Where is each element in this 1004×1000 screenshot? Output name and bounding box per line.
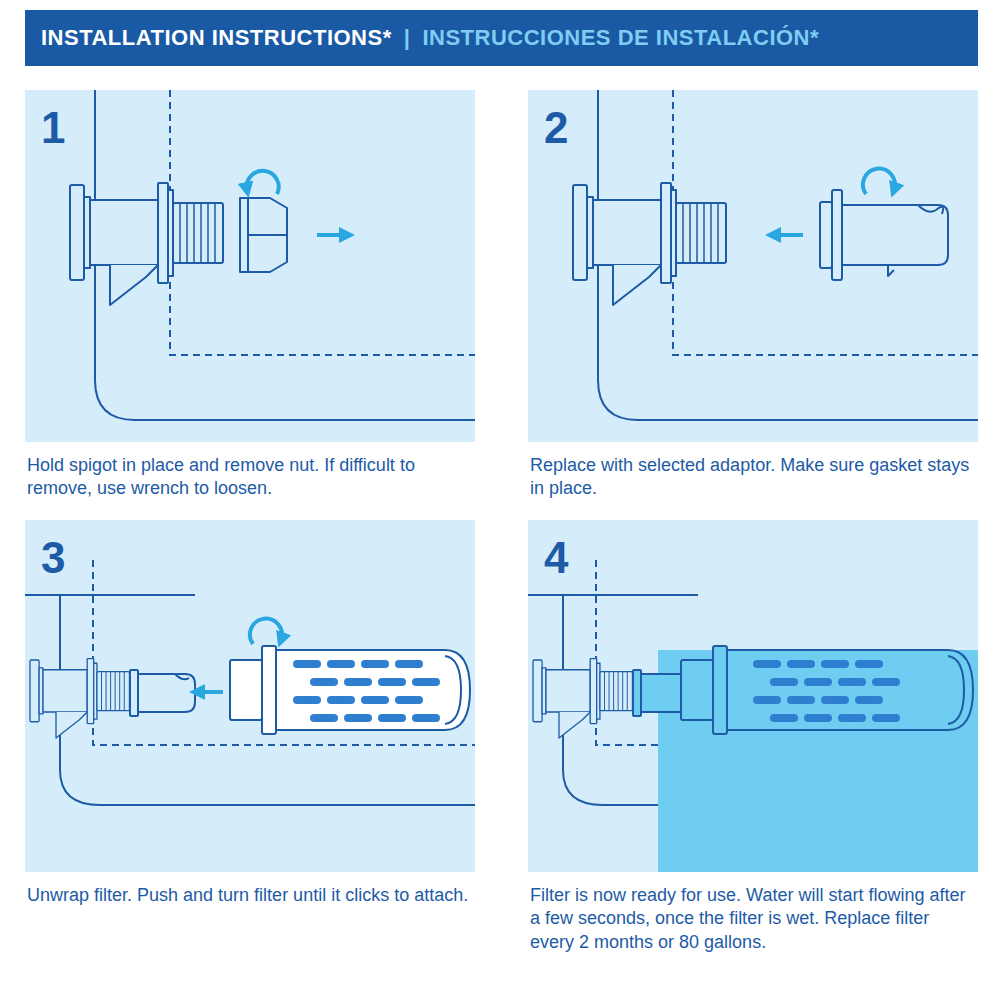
step-caption: Unwrap filter. Push and turn filter unti…	[25, 884, 475, 907]
panel-illustration	[528, 90, 978, 442]
panel-illustration	[528, 520, 978, 872]
title-text: INSTRUCCIONES DE INSTALACIÓN*	[422, 25, 819, 51]
step-number: 4	[528, 520, 568, 580]
step-number: 3	[25, 520, 65, 580]
panel-illustration	[25, 520, 475, 872]
step-panel: 1Hold spigot in place and remove nut. If…	[25, 90, 475, 501]
title-band: INSTALLATION INSTRUCTIONS* | INSTRUCCIONES…	[25, 10, 978, 66]
step-number: 2	[528, 90, 568, 150]
step-panel: 4Filter is now ready for use. Water will…	[528, 520, 978, 954]
step-panel: 2Replace with selected adaptor. Make sur…	[528, 90, 978, 501]
step-caption: Replace with selected adaptor. Make sure…	[528, 454, 978, 501]
step-number: 1	[25, 90, 65, 150]
step-caption: Hold spigot in place and remove nut. If …	[25, 454, 475, 501]
title-text: INSTALLATION INSTRUCTIONS*	[41, 25, 392, 51]
panel-illustration	[25, 90, 475, 442]
step-panel: 3Unwrap filter. Push and turn filter unt…	[25, 520, 475, 907]
title-separator: |	[404, 25, 411, 51]
step-caption: Filter is now ready for use. Water will …	[528, 884, 978, 954]
